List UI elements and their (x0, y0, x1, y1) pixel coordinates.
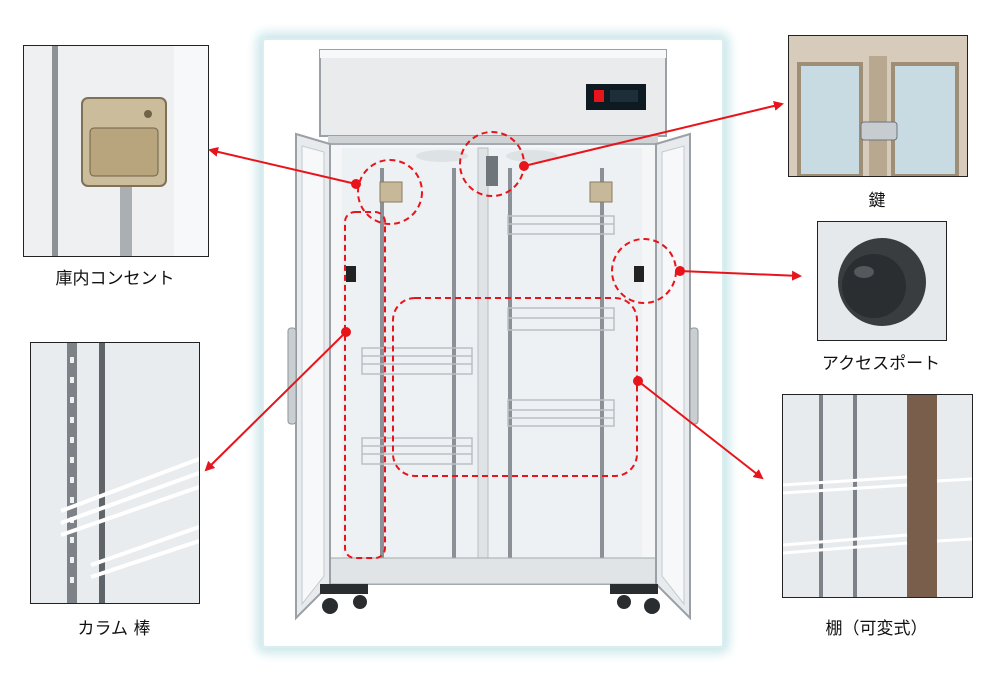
column-arrow (204, 331, 347, 472)
outlet-photo (23, 45, 209, 257)
column-photo (30, 342, 200, 604)
outlet-arrow (208, 146, 357, 185)
lock-caption: 鍵 (868, 191, 886, 211)
shelf-photo (782, 394, 973, 598)
lock-highlight (459, 131, 525, 197)
outlet-caption: 庫内コンセント (55, 269, 175, 289)
lock-photo (788, 35, 968, 177)
shelf-arrow (637, 380, 764, 480)
access-port-arrow (679, 270, 802, 281)
shelf-caption: 棚（可変式） (825, 619, 928, 639)
column-caption: カラム 棒 (77, 619, 151, 639)
shelf-highlight (392, 297, 638, 477)
access-port-caption: アクセスポート (821, 354, 941, 374)
column-highlight (344, 211, 386, 559)
padlock-icon (860, 121, 898, 141)
lock-arrow (523, 101, 784, 167)
outlet-highlight (357, 159, 423, 225)
access-port-photo (817, 221, 947, 341)
access-port-highlight (611, 238, 677, 304)
